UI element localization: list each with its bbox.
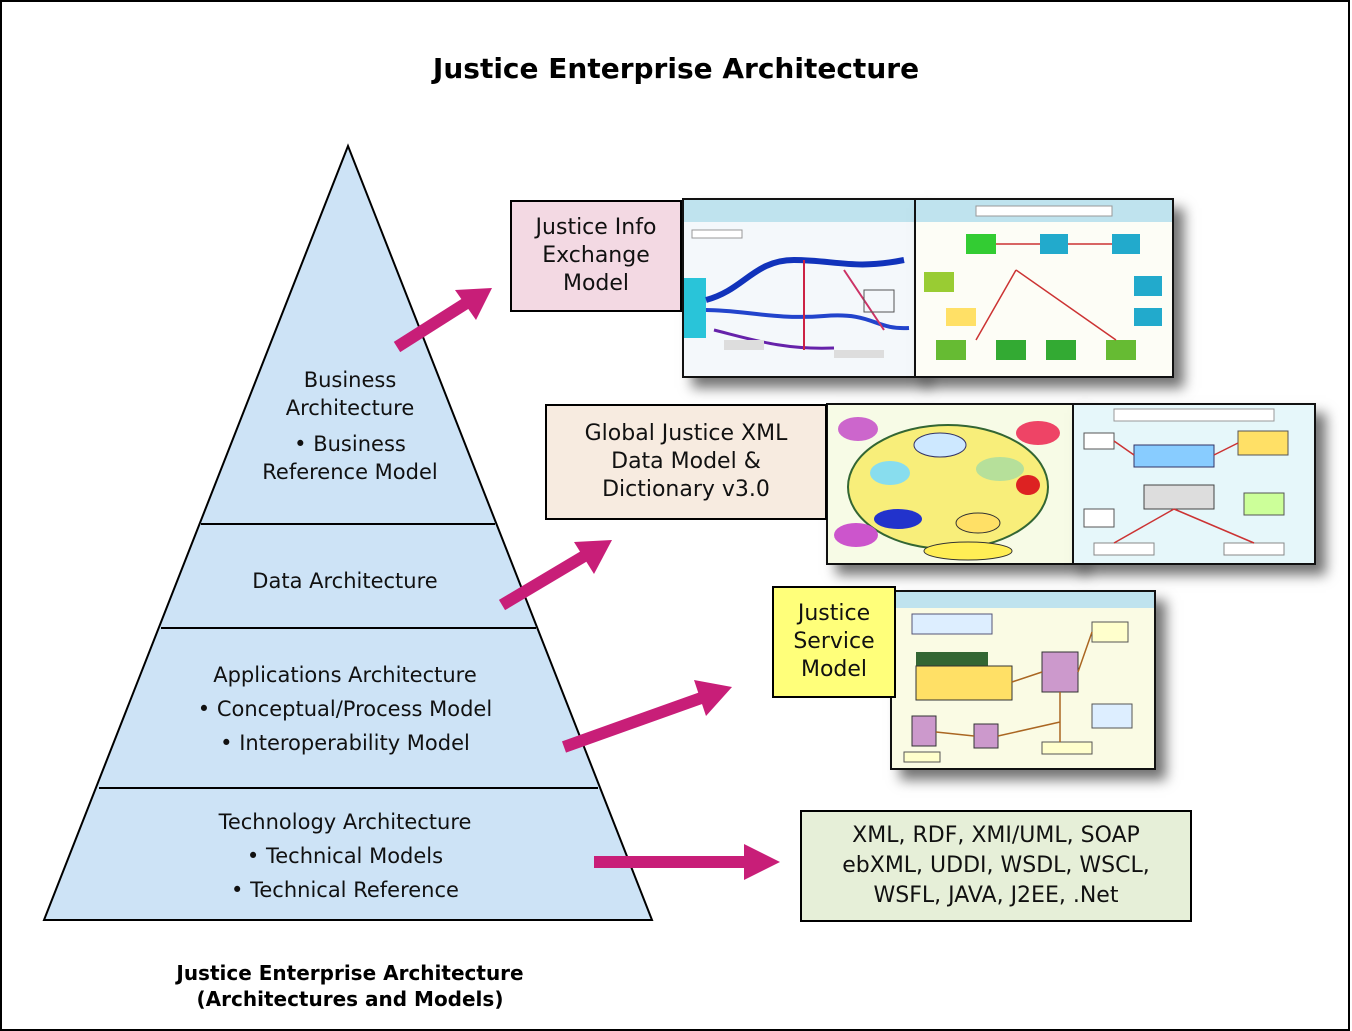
reference-architecture-illustration xyxy=(1083,408,1289,556)
box-line: Justice xyxy=(797,601,871,626)
service-model-thumbnail xyxy=(890,590,1156,770)
arrow-icon xyxy=(393,288,492,353)
arrow-icon xyxy=(594,844,780,880)
arrow-icon xyxy=(561,680,732,753)
service-model-illustration xyxy=(892,592,1154,763)
system-model-illustration xyxy=(916,200,1172,360)
box-line: Model xyxy=(562,271,630,296)
layer-applications: Applications Architecture • Conceptual/P… xyxy=(160,658,530,760)
layer-technology-item: • Technical Models xyxy=(246,844,444,868)
justice-info-exchange-model-box: Justice Info Exchange Model xyxy=(510,200,682,312)
caption-line: (Architectures and Models) xyxy=(196,987,504,1011)
gjxdm-diagram-thumbnail xyxy=(826,403,1078,565)
diagram-caption: Justice Enterprise Architecture (Archite… xyxy=(60,960,640,1012)
box-line: Exchange xyxy=(542,243,650,268)
layer-applications-item: • Interoperability Model xyxy=(220,731,470,755)
layer-business-item: Reference Model xyxy=(262,460,438,484)
exchange-flow-illustration xyxy=(684,200,918,358)
layer-applications-heading: Applications Architecture xyxy=(213,663,477,687)
system-model-thumbnail xyxy=(914,198,1174,378)
layer-technology-item: • Technical Reference xyxy=(231,878,459,902)
technology-standards-box: XML, RDF, XMI/UML, SOAP ebXML, UDDI, WSD… xyxy=(800,810,1192,922)
box-line: ebXML, UDDI, WSDL, WSCL, xyxy=(842,853,1150,878)
arrow-icon xyxy=(498,540,612,611)
box-line: Model xyxy=(800,657,868,682)
justice-service-model-box: Justice Service Model xyxy=(772,586,896,698)
box-line: Service xyxy=(793,629,875,654)
gjxdm-illustration xyxy=(834,417,1060,561)
reference-architecture-thumbnail xyxy=(1072,403,1316,565)
box-line: Justice Info xyxy=(535,215,657,240)
global-justice-xml-box: Global Justice XML Data Model & Dictiona… xyxy=(545,404,827,520)
box-line: XML, RDF, XMI/UML, SOAP xyxy=(852,823,1140,848)
layer-business-heading: Architecture xyxy=(285,396,415,420)
layer-applications-item: • Conceptual/Process Model xyxy=(197,697,493,721)
layer-business-heading: Business xyxy=(303,368,397,392)
layer-technology: Technology Architecture • Technical Mode… xyxy=(150,805,540,907)
layer-business: Business Architecture • Business Referen… xyxy=(230,366,470,486)
pyramid xyxy=(42,143,654,921)
layer-data: Data Architecture xyxy=(200,564,490,598)
diagram-title: Justice Enterprise Architecture xyxy=(432,52,920,85)
box-line: WSFL, JAVA, J2EE, .Net xyxy=(873,883,1119,908)
box-line: Global Justice XML xyxy=(584,421,788,446)
exchange-model-thumbnail xyxy=(682,198,920,378)
layer-business-item: • Business xyxy=(294,432,406,456)
layer-data-heading: Data Architecture xyxy=(252,569,438,593)
layer-technology-heading: Technology Architecture xyxy=(218,810,472,834)
box-line: Data Model & xyxy=(611,449,761,474)
box-line: Dictionary v3.0 xyxy=(602,477,770,502)
caption-line: Justice Enterprise Architecture xyxy=(176,961,524,985)
